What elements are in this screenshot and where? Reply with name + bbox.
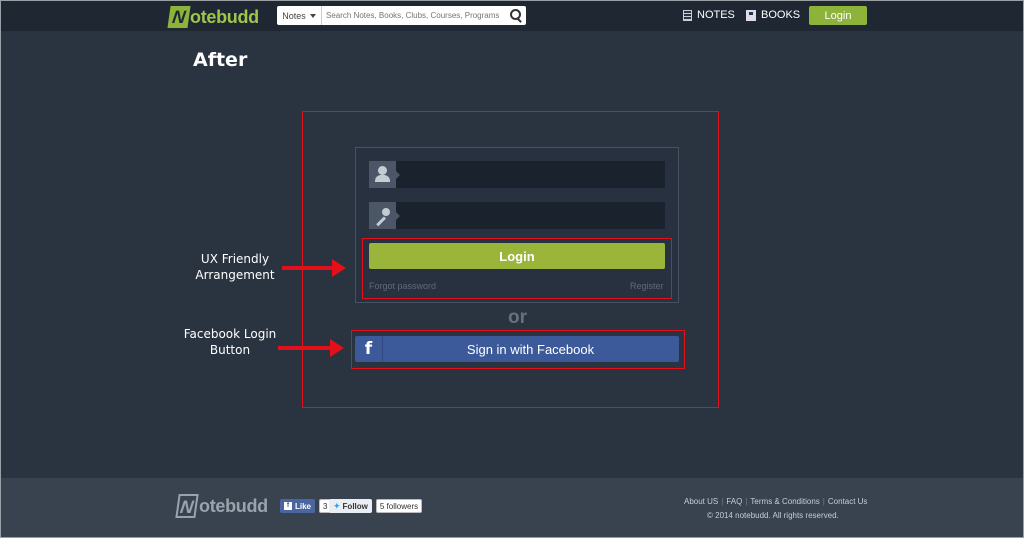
annotation-line1: Facebook Login xyxy=(183,327,277,341)
footer-logo-initial: N xyxy=(175,494,199,518)
chevron-down-icon xyxy=(309,13,316,18)
like-count: 3 xyxy=(319,499,332,513)
highlight-outer-box xyxy=(302,111,719,408)
footer-link-terms[interactable]: Terms & Conditions xyxy=(750,497,820,506)
footer-links: About US | FAQ | Terms & Conditions | Co… xyxy=(684,497,867,506)
or-divider: or xyxy=(508,307,527,328)
facebook-like-widget: f Like 3 xyxy=(280,499,332,513)
footer-link-about[interactable]: About US xyxy=(684,497,719,506)
facebook-like-button[interactable]: f Like xyxy=(280,499,316,513)
followers-count: 5 followers xyxy=(375,499,423,513)
footer-separator: | xyxy=(822,497,825,506)
key-icon xyxy=(369,202,400,229)
forgot-password-link[interactable]: Forgot password xyxy=(369,281,437,291)
search-input[interactable] xyxy=(322,6,506,25)
footer-link-faq[interactable]: FAQ xyxy=(726,497,743,506)
footer-logo-text: otebudd xyxy=(199,495,268,516)
search-icon[interactable] xyxy=(506,6,526,25)
highlight-facebook-area xyxy=(351,330,685,369)
register-link[interactable]: Register xyxy=(630,281,664,291)
footer-link-contact[interactable]: Contact Us xyxy=(827,497,868,506)
highlight-login-area xyxy=(362,238,672,299)
twitter-follow-widget: ✦ Follow 5 followers xyxy=(329,499,423,513)
header-login-button[interactable]: Login xyxy=(809,6,867,25)
user-icon xyxy=(369,161,400,188)
copyright-text: © 2014 notebudd. All rights reserved. xyxy=(707,511,839,520)
annotation-line1: UX Friendly xyxy=(200,252,270,266)
footer-separator: | xyxy=(745,497,748,506)
annotation-line2: Arrangement xyxy=(195,268,275,282)
annotation-line2: Button xyxy=(209,343,251,357)
facebook-signin-label: Sign in with Facebook xyxy=(466,341,595,357)
password-field xyxy=(369,202,665,231)
twitter-bird-icon: ✦ xyxy=(333,500,341,511)
facebook-signin-button[interactable]: f Sign in with Facebook xyxy=(355,336,679,362)
notes-icon xyxy=(683,9,692,21)
footer xyxy=(1,478,1023,537)
nav-notes-label: NOTES xyxy=(697,9,735,21)
nav-notes-link[interactable]: NOTES xyxy=(683,9,735,21)
facebook-small-icon: f xyxy=(284,502,292,510)
username-field xyxy=(369,161,665,190)
notebudd-logo[interactable]: N otebudd xyxy=(167,4,259,30)
search-category-select[interactable]: Notes xyxy=(277,6,322,25)
arrow-right-icon xyxy=(282,259,346,277)
login-button[interactable]: Login xyxy=(369,243,665,269)
search-category-label: Notes xyxy=(282,10,306,21)
search-bar: Notes xyxy=(277,6,526,25)
logo-initial: N xyxy=(167,6,191,28)
page-heading: After xyxy=(193,49,248,71)
arrow-right-icon xyxy=(278,339,344,357)
footer-logo[interactable]: N otebudd xyxy=(175,494,268,518)
twitter-follow-button[interactable]: ✦ Follow xyxy=(329,499,372,513)
annotation-ux-friendly: UX Friendly Arrangement xyxy=(185,251,285,283)
footer-separator: | xyxy=(721,497,724,506)
password-input[interactable] xyxy=(401,202,665,231)
nav-books-label: BOOKS xyxy=(761,9,801,21)
annotation-facebook-login: Facebook Login Button xyxy=(178,326,282,358)
facebook-icon: f xyxy=(355,336,383,362)
like-label: Like xyxy=(295,501,312,511)
logo-text: otebudd xyxy=(190,6,259,27)
username-input[interactable] xyxy=(401,161,665,190)
books-icon xyxy=(746,9,756,21)
follow-label: Follow xyxy=(342,501,368,511)
nav-books-link[interactable]: BOOKS xyxy=(746,9,800,21)
